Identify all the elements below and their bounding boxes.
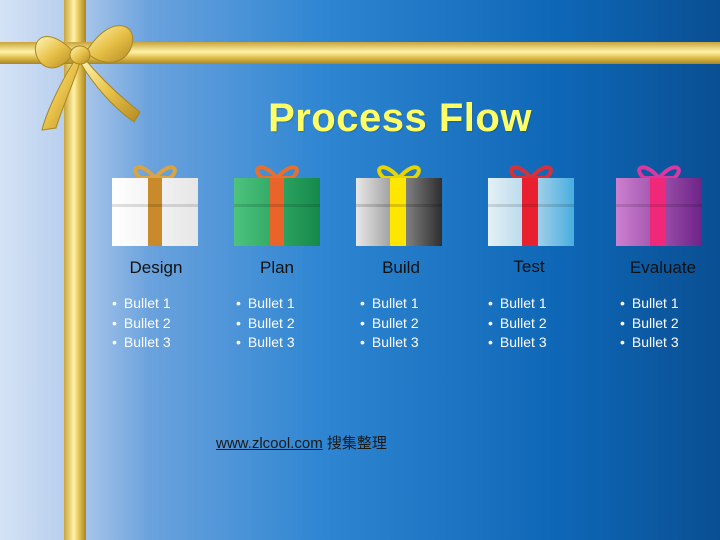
slide-title: Process Flow	[268, 96, 532, 140]
column-label-plan: Plan	[259, 258, 295, 277]
footer-credit: www.zlcool.com 搜集整理	[216, 432, 387, 453]
bullet-item: Bullet 2	[236, 314, 295, 334]
footer-suffix: 搜集整理	[322, 435, 387, 452]
bullet-item: Bullet 2	[488, 314, 547, 334]
bullet-item: Bullet 3	[488, 333, 547, 353]
bullet-item: Bullet 1	[360, 294, 419, 314]
column-label-design: Design	[129, 258, 183, 277]
bullet-list-design: Bullet 1 Bullet 2 Bullet 3	[112, 294, 171, 353]
gift-design-icon	[112, 165, 198, 246]
bullet-item: Bullet 3	[360, 333, 419, 353]
bullet-item: Bullet 1	[620, 294, 679, 314]
column-label-build: Build	[382, 258, 420, 277]
bullet-item: Bullet 1	[112, 294, 171, 314]
gift-build-icon	[356, 165, 442, 246]
gift-test-icon	[488, 165, 574, 246]
bullet-item: Bullet 3	[620, 333, 679, 353]
bullet-item: Bullet 2	[360, 314, 419, 334]
bullet-list-evaluate: Bullet 1 Bullet 2 Bullet 3	[620, 294, 679, 353]
gold-bow-icon	[34, 25, 141, 131]
bullet-list-plan: Bullet 1 Bullet 2 Bullet 3	[236, 294, 295, 353]
gift-evaluate-icon	[616, 165, 702, 246]
horizontal-ribbon	[0, 42, 720, 64]
vertical-ribbon	[64, 0, 86, 540]
bullet-item: Bullet 1	[488, 294, 547, 314]
bullet-item: Bullet 3	[112, 333, 171, 353]
bullet-item: Bullet 3	[236, 333, 295, 353]
bullet-item: Bullet 1	[236, 294, 295, 314]
bullet-item: Bullet 2	[620, 314, 679, 334]
footer-link[interactable]: www.zlcool.com	[216, 435, 323, 452]
bullet-item: Bullet 2	[112, 314, 171, 334]
gift-plan-icon	[234, 165, 320, 246]
column-label-evaluate: Evaluate	[629, 258, 697, 277]
bullet-list-build: Bullet 1 Bullet 2 Bullet 3	[360, 294, 419, 353]
bullet-list-test: Bullet 1 Bullet 2 Bullet 3	[488, 294, 547, 353]
column-label-test: Test	[513, 257, 545, 276]
